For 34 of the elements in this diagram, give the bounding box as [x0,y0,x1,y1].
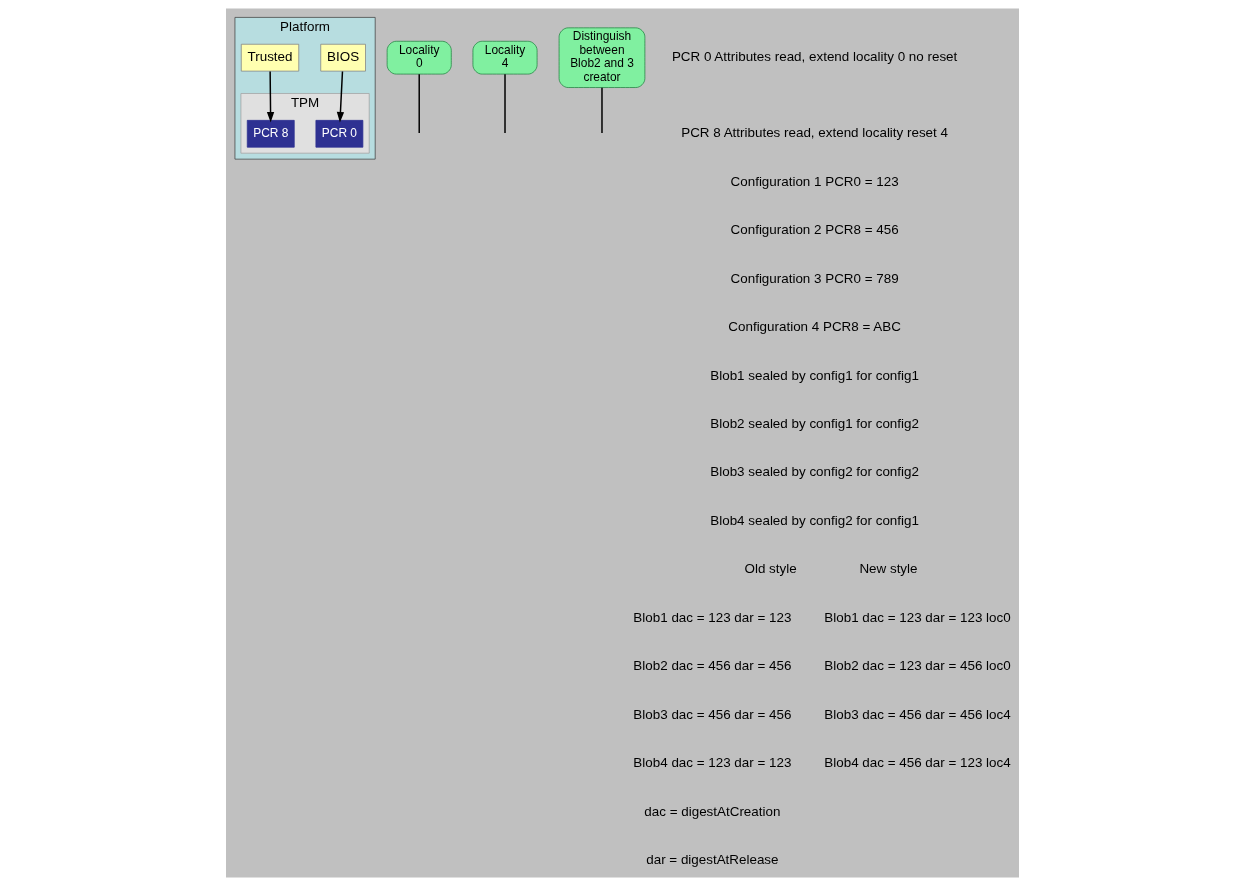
label: Old style [744,561,797,577]
node-box: BIOS [319,43,366,72]
node-box: Locality 0 [386,40,452,75]
label: Blob3 dac = 456 dar = 456 [632,706,791,722]
label: dar = digestAtRelease [645,852,779,868]
node-box: Locality 4 [472,40,537,75]
label: Blob3 dac = 456 dar = 456 loc4 [823,706,1011,722]
label: PCR 0 Attributes read, extend locality 0 no reset [671,48,957,64]
connector [600,86,603,134]
label: Configuration 2 PCR8 = 456 [730,222,899,238]
label: Blob3 sealed by config2 for config2 [709,464,919,480]
label: Configuration 3 PCR0 = 789 [730,270,899,286]
label: PCR 8 Attributes read, extend locality reset 4 [680,125,948,141]
label: Configuration 4 PCR8 = ABC [727,319,901,335]
label: Blob4 sealed by config2 for config1 [709,512,919,528]
arrow [336,70,344,123]
connector [503,73,506,134]
label: Blob2 sealed by config1 for config2 [709,416,919,432]
label: Blob2 dac = 456 dar = 456 [632,658,791,674]
node-box: Distinguish between Blob2 and 3 creator [558,27,645,88]
label: Blob1 dac = 123 dar = 123 [632,609,791,625]
connector [417,73,420,134]
label: New style [858,561,917,577]
label: Blob1 sealed by config1 for config1 [709,367,919,383]
node-box: Trusted [240,43,299,72]
label: Configuration 1 PCR0 = 123 [730,173,899,189]
label: dac = digestAtCreation [643,803,780,819]
node-box: PCR 8 [246,119,295,148]
label: Blob4 dac = 123 dar = 123 [632,755,791,771]
node-box: PCR 0 [315,119,363,148]
label: Blob2 dac = 123 dar = 456 loc0 [823,658,1011,674]
label: Blob4 dac = 456 dar = 123 loc4 [823,755,1011,771]
arrow [266,70,274,123]
label: Blob1 dac = 123 dar = 123 loc0 [823,609,1011,625]
